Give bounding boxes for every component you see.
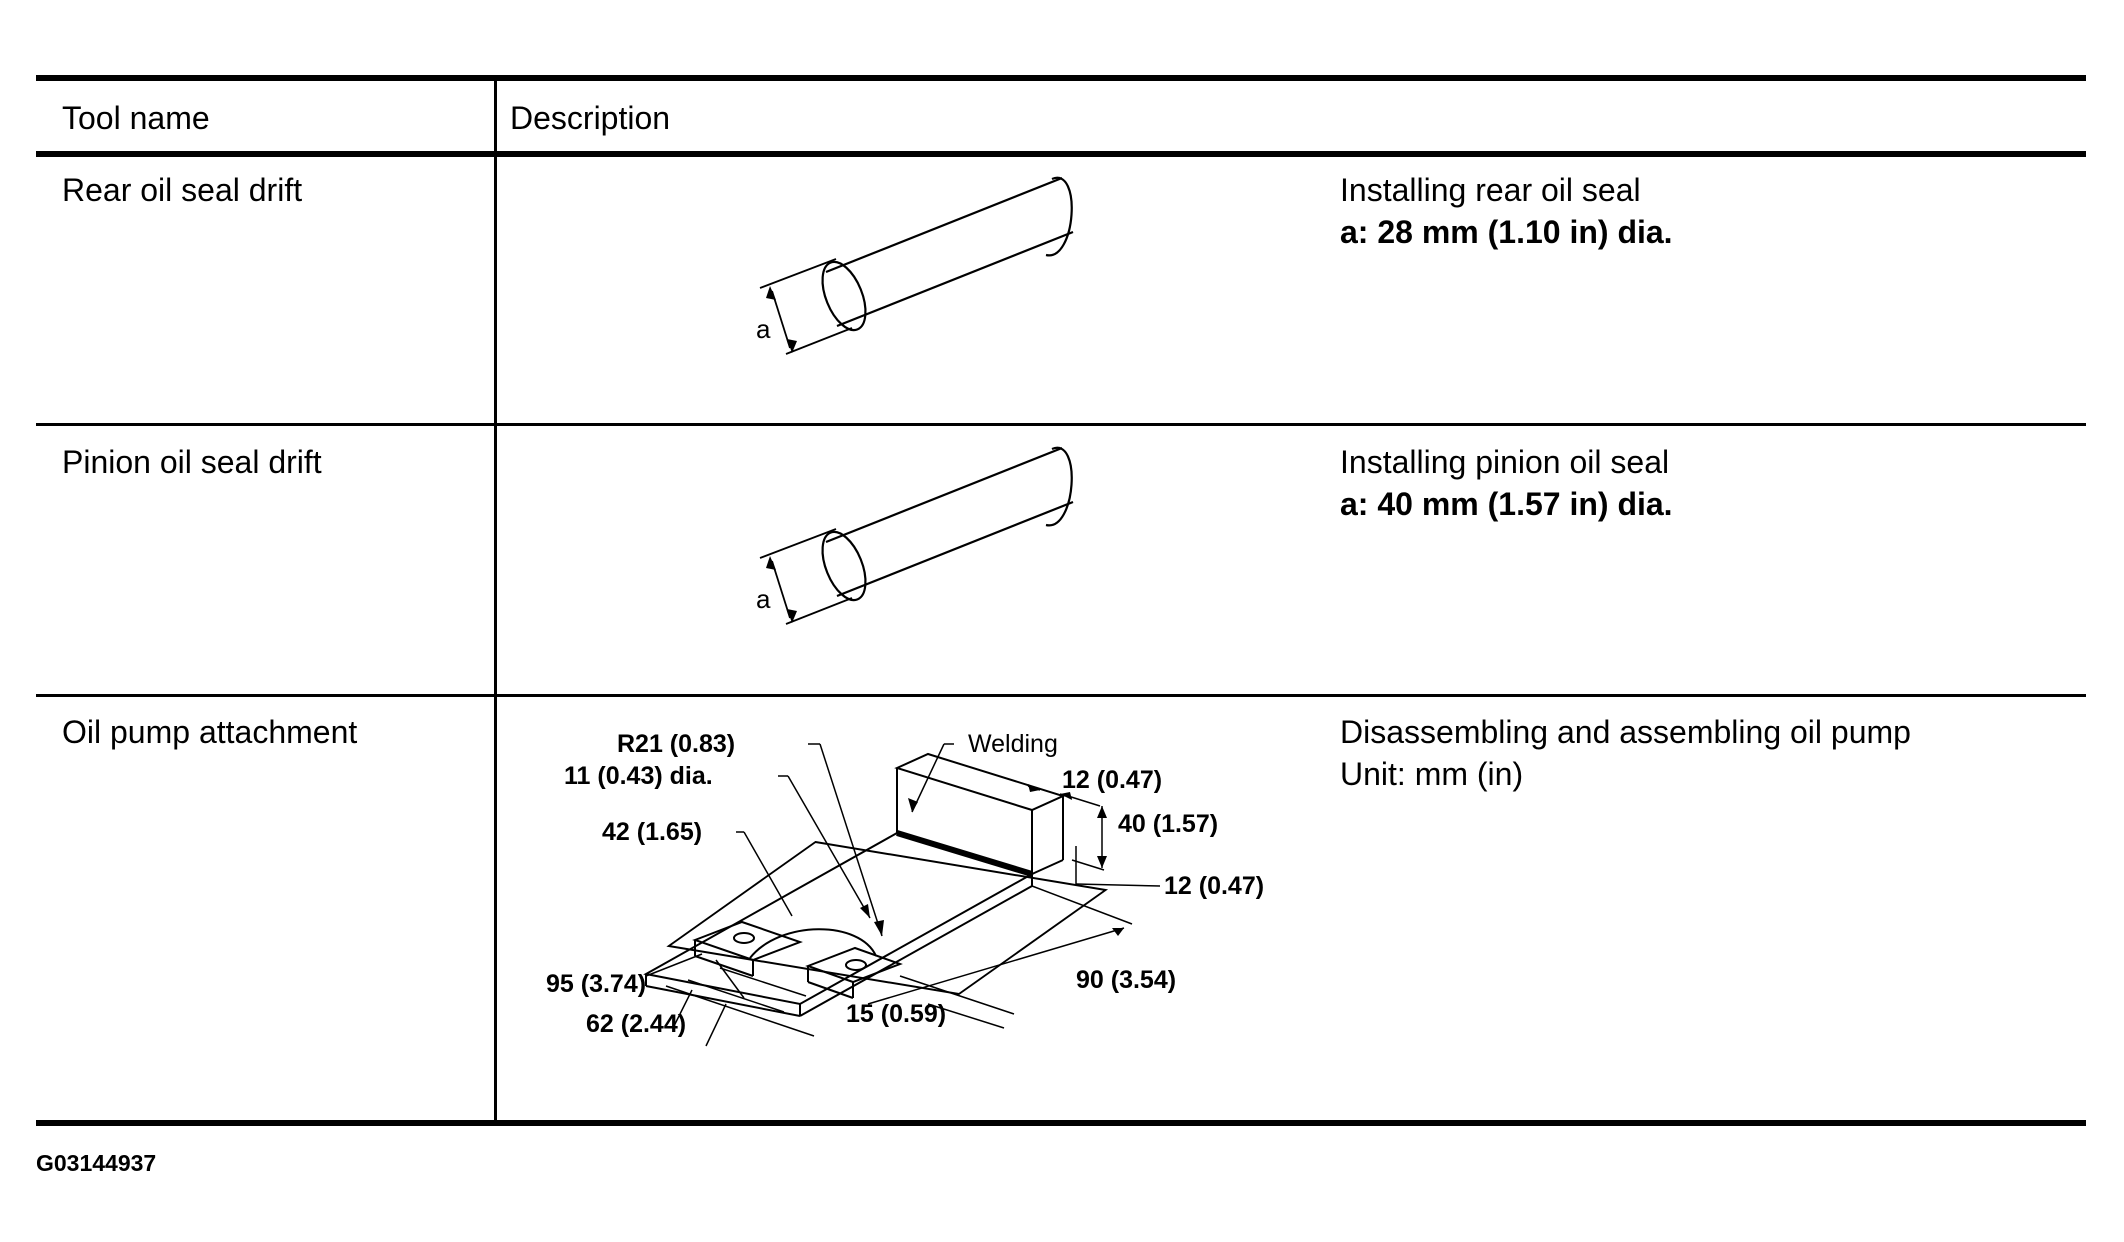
oil-pump-attachment-figure: R21 (0.83) 11 (0.43) dia. 42 (1.65) Weld… bbox=[546, 730, 1264, 1047]
row1-figure-label: a bbox=[756, 314, 771, 344]
figure-code: G03144937 bbox=[36, 1150, 157, 1176]
dim-90: 90 (3.54) bbox=[1076, 966, 1176, 994]
row1-tool-name: Rear oil seal drift bbox=[62, 172, 303, 208]
dim-62: 62 (2.44) bbox=[586, 1010, 686, 1038]
row1-description-size: a: 28 mm (1.10 in) dia. bbox=[1340, 214, 1673, 250]
header-description: Description bbox=[510, 100, 671, 136]
row1-description-purpose: Installing rear oil seal bbox=[1340, 172, 1641, 208]
row3-description-unit: Unit: mm (in) bbox=[1340, 756, 1524, 792]
row2-figure-label: a bbox=[756, 584, 771, 614]
table-top-border bbox=[36, 75, 2086, 81]
dim-40: 40 (1.57) bbox=[1118, 810, 1218, 838]
dim-12-top: 12 (0.47) bbox=[1062, 766, 1162, 794]
table-bottom-border bbox=[36, 1120, 2086, 1126]
row-divider-2 bbox=[36, 694, 2086, 697]
dim-hole-dia: 11 (0.43) dia. bbox=[564, 762, 713, 790]
dim-42: 42 (1.65) bbox=[602, 818, 702, 846]
welding-label: Welding bbox=[968, 730, 1058, 758]
rear-oil-seal-drift-figure: a bbox=[756, 176, 1074, 355]
dim-15: 15 (0.59) bbox=[846, 1000, 946, 1028]
pinion-oil-seal-drift-figure: a bbox=[756, 446, 1074, 625]
row2-tool-name: Pinion oil seal drift bbox=[62, 444, 322, 480]
header-tool-name: Tool name bbox=[62, 100, 210, 136]
dim-12-side: 12 (0.47) bbox=[1164, 872, 1264, 900]
dim-r21: R21 (0.83) bbox=[617, 730, 735, 758]
row2-description-size: a: 40 mm (1.57 in) dia. bbox=[1340, 486, 1673, 522]
row3-description-purpose: Disassembling and assembling oil pump bbox=[1340, 714, 1911, 750]
header-bottom-border bbox=[36, 151, 2086, 157]
dim-95: 95 (3.74) bbox=[546, 970, 646, 998]
column-divider bbox=[494, 78, 497, 1123]
row3-tool-name: Oil pump attachment bbox=[62, 714, 358, 750]
row-divider-1 bbox=[36, 423, 2086, 426]
row2-description-purpose: Installing pinion oil seal bbox=[1340, 444, 1670, 480]
